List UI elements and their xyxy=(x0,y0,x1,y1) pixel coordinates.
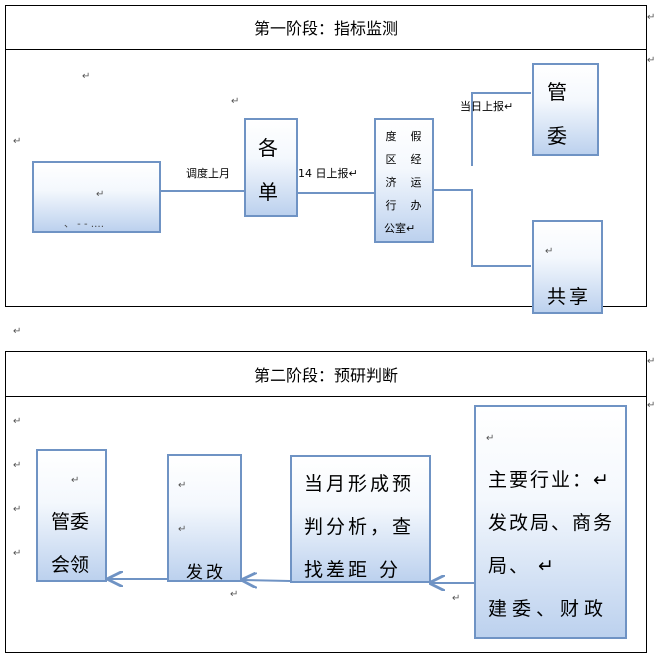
paragraph-mark: ↵ xyxy=(230,589,239,600)
share-box-text: 共享 xyxy=(547,286,592,308)
paragraph-mark: ↵ xyxy=(647,356,654,367)
units-box-line1: 各 xyxy=(258,136,278,160)
paragraph-mark: ↵ xyxy=(647,55,654,66)
analysis-box-line2: 判分析，查 xyxy=(304,516,415,538)
stage1-title: 第一阶段：指标监测 xyxy=(253,19,398,38)
office-cell: 假 xyxy=(410,130,422,143)
connector-office-branch xyxy=(434,189,531,267)
paragraph-mark: ↵ xyxy=(13,326,22,337)
office-cell: 行 xyxy=(385,199,397,212)
industry-box-line4: 建委、财政 xyxy=(488,598,609,620)
label-same-day: 当日上报↵ xyxy=(460,100,514,113)
paragraph-mark: ↵ xyxy=(178,524,187,535)
paragraph-mark: ↵ xyxy=(231,96,240,107)
stage1-body-frame xyxy=(5,49,647,307)
paragraph-mark: ↵ xyxy=(13,416,22,427)
committee-box: 管 委 xyxy=(532,63,599,156)
paragraph-mark: ↵ xyxy=(13,504,22,515)
source-box-text: 、 ‑ ‑ ‥‥ xyxy=(64,219,105,230)
label-monthly: 调度上月 xyxy=(186,167,230,180)
committee-box-line1: 管 xyxy=(547,80,567,104)
paragraph-mark: ↵ xyxy=(13,460,22,471)
paragraph-mark: ↵ xyxy=(13,136,22,147)
office-cell: 办 xyxy=(410,199,422,212)
office-cell: 济 xyxy=(385,176,397,189)
paragraph-mark: ↵ xyxy=(545,246,554,257)
arrow-analysis-reform xyxy=(243,580,291,581)
connector-branch-committee xyxy=(471,92,531,166)
paragraph-mark: ↵ xyxy=(71,475,80,486)
paragraph-mark: ↵ xyxy=(647,400,654,411)
share-box: ↵ 共享 xyxy=(532,220,603,314)
industry-box-line1: 主要行业：↵ xyxy=(488,469,611,491)
reform-box-text: 发改 xyxy=(186,563,226,583)
label-14th: 14 日上报↵ xyxy=(298,167,358,180)
industry-box-line2: 发改局、商务 xyxy=(488,512,615,534)
stage2-body-frame xyxy=(5,396,647,653)
office-cell: 公室↵ xyxy=(384,222,416,235)
industry-box-line3: 局、 ↵ xyxy=(488,555,556,577)
stage2-title: 第二阶段：预研判断 xyxy=(253,366,398,385)
office-cell: 区 xyxy=(385,153,397,166)
office-box: 度 假 区 经 济 运 行 办 公室↵ xyxy=(374,118,434,243)
industry-box: ↵ 主要行业：↵ 发改局、商务 局、 ↵ 建委、财政 xyxy=(474,405,627,639)
paragraph-mark: ↵ xyxy=(13,548,22,559)
analysis-box-line3: 找差距 分 xyxy=(304,559,402,581)
leaders-box-line1: 管委 xyxy=(51,511,90,533)
office-cell: 运 xyxy=(410,176,422,189)
leaders-box-line2: 会领 xyxy=(51,554,90,576)
source-box: ↵ 、 ‑ ‑ ‥‥ xyxy=(32,161,161,233)
units-box: 各 单 xyxy=(244,118,298,217)
paragraph-mark: ↵ xyxy=(96,189,105,200)
analysis-box-line1: 当月形成预 xyxy=(304,473,415,495)
leaders-box: ↵ 管委 会领 xyxy=(36,449,107,582)
paragraph-mark: ↵ xyxy=(82,71,91,82)
office-cell: 度 xyxy=(385,130,397,143)
analysis-box: 当月形成预 判分析，查 找差距 分 xyxy=(290,455,431,583)
paragraph-mark: ↵ xyxy=(178,480,187,491)
paragraph-mark: ↵ xyxy=(486,433,495,444)
units-box-line2: 单 xyxy=(258,180,278,204)
paragraph-mark: ↵ xyxy=(647,12,654,23)
reform-box: ↵ ↵ 发改 xyxy=(167,454,242,583)
paragraph-mark: ↵ xyxy=(452,593,461,604)
committee-box-line2: 委 xyxy=(547,124,567,148)
office-cell: 经 xyxy=(410,153,422,166)
